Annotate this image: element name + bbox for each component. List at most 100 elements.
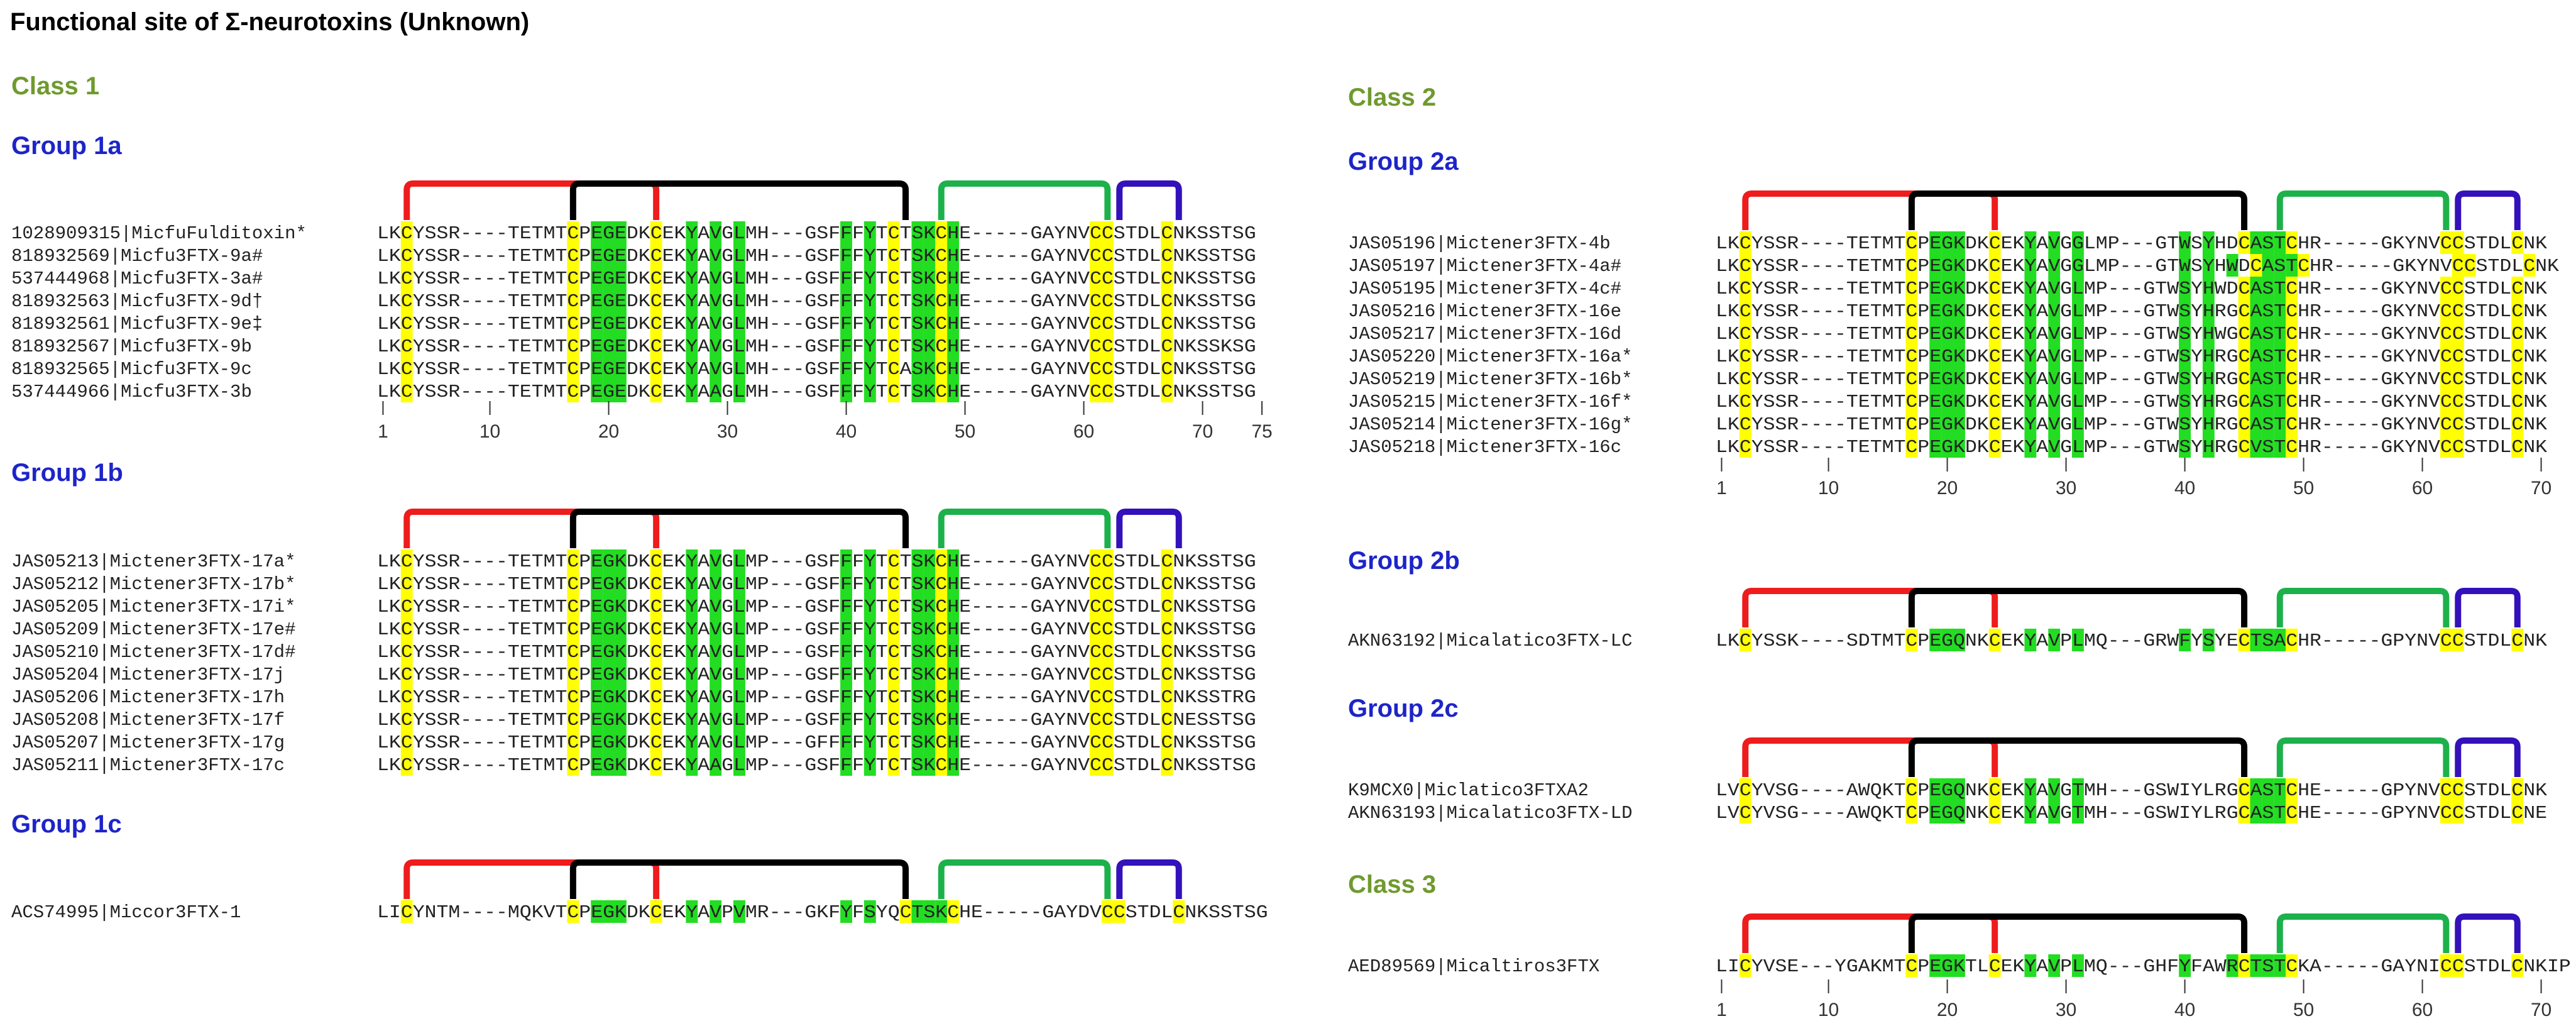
residue-highlight xyxy=(603,663,615,685)
residue-highlight xyxy=(2452,254,2464,277)
residue-highlight xyxy=(2072,231,2084,254)
residue-highlight xyxy=(2202,345,2215,367)
residue-highlight xyxy=(2072,390,2084,412)
residue-highlight xyxy=(2262,299,2274,322)
residue-highlight xyxy=(1101,708,1114,731)
residue-highlight xyxy=(2238,954,2250,977)
sequence-id: JAS05214|Mictener3FTX-16g* xyxy=(1348,414,1632,435)
sequence-residues: LVCYVSG----AWQKTCPEGQNKCEKYAVGTMH---GSWI… xyxy=(1716,803,2547,824)
residue-highlight xyxy=(650,380,662,402)
disulfide-bracket-1 xyxy=(403,180,660,220)
alignment-row: JAS05220|Mictener3FTX-16a*LKCYSSR----TET… xyxy=(1348,345,2548,367)
residue-highlight xyxy=(1941,231,1953,254)
sequence-id: 818932563|Micfu3FTX-9d† xyxy=(11,291,263,312)
sequence-id: 818932567|Micfu3FTX-9b xyxy=(11,336,252,357)
residue-highlight xyxy=(1953,345,1965,367)
sequence-id: JAS05217|Mictener3FTX-16d xyxy=(1348,324,1621,345)
residue-highlight xyxy=(947,221,960,244)
residue-highlight xyxy=(1905,254,1918,277)
residue-highlight xyxy=(935,244,948,267)
residue-highlight xyxy=(911,549,924,572)
residue-highlight xyxy=(840,595,852,617)
alignment-row: 818932561|Micfu3FTX-9e‡LKCYSSR----TETMTC… xyxy=(11,312,1256,334)
sequence-id: JAS05206|Mictener3FTX-17h xyxy=(11,687,285,708)
residue-highlight xyxy=(733,380,745,402)
residue-highlight xyxy=(1988,390,2001,412)
residue-highlight xyxy=(2511,629,2524,651)
residue-highlight xyxy=(400,549,413,572)
group-heading: Group 2b xyxy=(1348,547,1460,575)
residue-highlight xyxy=(1161,244,1173,267)
residue-highlight xyxy=(1905,778,1918,801)
residue-highlight xyxy=(2250,322,2262,345)
residue-highlight xyxy=(567,312,579,334)
residue-highlight xyxy=(591,708,603,731)
ruler-label: 60 xyxy=(2412,478,2433,499)
residue-highlight xyxy=(911,380,924,402)
residue-highlight xyxy=(1161,267,1173,289)
residue-highlight xyxy=(911,753,924,776)
sequence-id: JAS05209|Mictener3FTX-17e# xyxy=(11,619,295,640)
residue-highlight xyxy=(2440,322,2452,345)
residue-highlight xyxy=(2202,299,2215,322)
residue-highlight xyxy=(603,334,615,357)
residue-highlight xyxy=(1929,801,1942,824)
residue-highlight xyxy=(710,572,722,595)
residue-highlight xyxy=(1101,595,1114,617)
residue-highlight xyxy=(1161,663,1173,685)
residue-highlight xyxy=(2511,412,2524,435)
ruler-label: 10 xyxy=(480,421,500,442)
sequence-id: JAS05205|Mictener3FTX-17i* xyxy=(11,597,295,617)
residue-highlight xyxy=(615,900,627,923)
residue-highlight xyxy=(2511,390,2524,412)
residue-highlight xyxy=(923,595,936,617)
residue-highlight xyxy=(650,685,662,708)
residue-highlight xyxy=(733,731,745,753)
residue-highlight xyxy=(1929,629,1942,651)
residue-highlight xyxy=(840,380,852,402)
residue-highlight xyxy=(840,244,852,267)
residue-highlight xyxy=(1101,640,1114,663)
residue-highlight xyxy=(2024,345,2037,367)
sequence-residues: LKCYSSR----TETMTCPEGKDKCEKYAVGLMP---GSFF… xyxy=(377,597,1256,617)
residue-highlight xyxy=(2179,954,2191,977)
residue-highlight xyxy=(911,221,924,244)
residue-highlight xyxy=(603,572,615,595)
sequence-id: JAS05213|Mictener3FTX-17a* xyxy=(11,551,295,572)
residue-highlight xyxy=(2511,367,2524,390)
residue-highlight xyxy=(1953,231,1965,254)
residue-highlight xyxy=(1161,312,1173,334)
group-heading: Group 1a xyxy=(11,132,122,160)
residue-highlight xyxy=(2238,435,2250,458)
residue-highlight xyxy=(2250,367,2262,390)
residue-highlight xyxy=(840,663,852,685)
residue-highlight xyxy=(1953,412,1965,435)
residue-highlight xyxy=(1953,778,1965,801)
residue-highlight xyxy=(1161,685,1173,708)
sequence-id: JAS05208|Mictener3FTX-17f xyxy=(11,710,285,731)
residue-highlight xyxy=(2274,277,2286,299)
residue-highlight xyxy=(733,289,745,312)
residue-highlight xyxy=(923,753,936,776)
ruler-label: 50 xyxy=(2293,478,2314,499)
residue-highlight xyxy=(567,334,579,357)
alignment-row: 537444968|Micfu3FTX-3a#LKCYSSR----TETMTC… xyxy=(11,267,1256,289)
residue-highlight xyxy=(2238,277,2250,299)
residue-highlight xyxy=(710,900,722,923)
residue-highlight xyxy=(2440,345,2452,367)
residue-highlight xyxy=(1905,412,1918,435)
residue-highlight xyxy=(650,663,662,685)
residue-highlight xyxy=(923,289,936,312)
residue-highlight xyxy=(1953,277,1965,299)
residue-highlight xyxy=(935,663,948,685)
ruler-label: 40 xyxy=(2174,478,2195,499)
residue-highlight xyxy=(2440,801,2452,824)
residue-highlight xyxy=(1739,435,1751,458)
residue-highlight xyxy=(2202,435,2215,458)
residue-highlight xyxy=(923,312,936,334)
sequence-residues: LKCYSSR----TETMTCPEGKDKCEKYAVGLMP---GSFF… xyxy=(377,619,1256,640)
